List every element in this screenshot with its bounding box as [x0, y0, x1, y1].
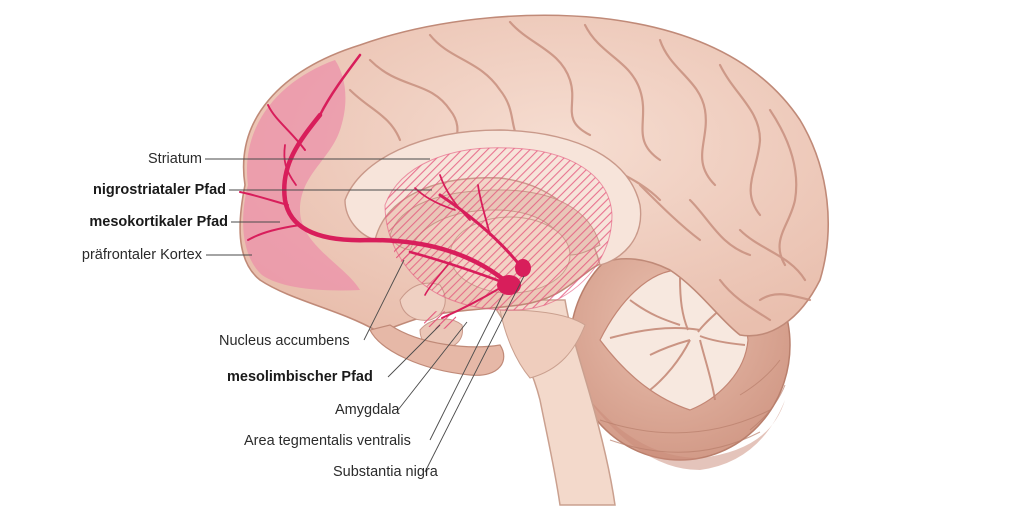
- label-amygdala: Amygdala: [335, 402, 400, 418]
- substantia-nigra-nucleus: [515, 259, 531, 277]
- label-substantia-nigra: Substantia nigra: [333, 464, 438, 480]
- label-striatum: Striatum: [148, 151, 202, 167]
- prefrontal-highlight: [243, 60, 360, 291]
- vta-nucleus: [497, 275, 521, 295]
- nucleus-accumbens-highlight: [394, 241, 422, 263]
- label-mesolimbic-pathway: mesolimbischer Pfad: [227, 369, 373, 385]
- label-nucleus-accumbens: Nucleus accumbens: [219, 333, 350, 349]
- label-vta: Area tegmentalis ventralis: [244, 433, 411, 449]
- label-prefrontal-cortex: präfrontaler Kortex: [81, 247, 202, 263]
- label-mesocortical-pathway: mesokortikaler Pfad: [89, 214, 228, 230]
- striatum-highlight: [384, 147, 613, 311]
- leader-lines: [205, 158, 525, 473]
- label-nigrostriatal-pathway: nigrostriataler Pfad: [93, 182, 226, 198]
- brainstem: [488, 299, 616, 506]
